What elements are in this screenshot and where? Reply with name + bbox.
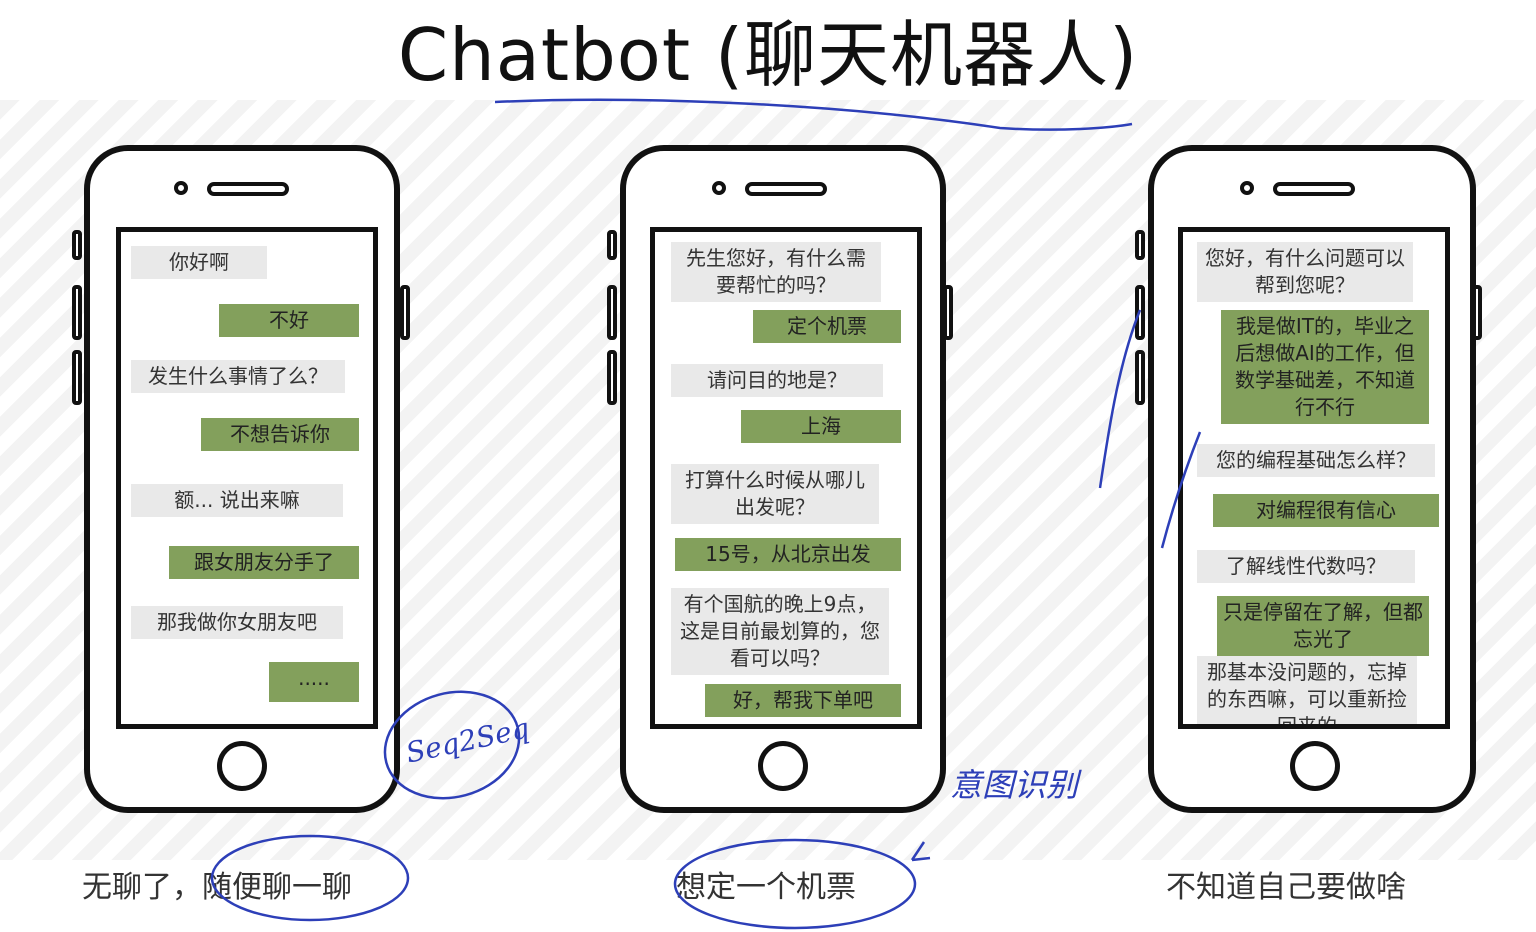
camera-icon	[1240, 181, 1254, 195]
chat-bubble: 不想告诉你	[201, 418, 359, 451]
chat-bubble: .....	[269, 662, 359, 702]
chat-bubble: 不好	[219, 304, 359, 337]
chat-bubble: 了解线性代数吗？	[1197, 550, 1415, 583]
chat-bubble: 好，帮我下单吧	[705, 684, 901, 717]
phone-side-button	[400, 285, 410, 340]
home-button	[1290, 741, 1340, 791]
seq2seq-circle	[383, 690, 521, 800]
chat-bubble: 你好啊	[131, 246, 267, 279]
speaker-icon	[207, 182, 289, 196]
chat-bubble: 请问目的地是？	[671, 364, 883, 397]
phone-side-button	[607, 230, 617, 260]
caption-circle-left	[210, 834, 410, 922]
home-button	[217, 741, 267, 791]
chat-bubble: 定个机票	[753, 310, 901, 343]
phone-ticket-booking: 先生您好，有什么需要帮忙的吗？ 定个机票 请问目的地是？ 上海 打算什么时候从哪…	[620, 145, 946, 813]
phone-side-button	[72, 230, 82, 260]
phone-side-button	[72, 350, 82, 405]
chat-bubble: 我是做IT的，毕业之后想做AI的工作，但数学基础差，不知道行不行	[1221, 310, 1429, 424]
chat-screen: 你好啊 不好 发生什么事情了么？ 不想告诉你 额... 说出来嘛 跟女朋友分手了…	[116, 227, 378, 729]
bracket-line	[1098, 309, 1142, 489]
bracket-line-2	[1160, 431, 1202, 549]
caption-casual-chat: 无聊了，随便聊一聊	[82, 870, 352, 905]
arrow-mark	[910, 841, 931, 862]
speaker-icon	[1273, 182, 1355, 196]
chat-screen: 您好，有什么问题可以帮到您呢？ 我是做IT的，毕业之后想做AI的工作，但数学基础…	[1178, 227, 1450, 729]
chat-bubble: 发生什么事情了么？	[131, 360, 345, 393]
page-title: Chatbot (聊天机器人)	[397, 13, 1139, 97]
caption-circle-middle	[673, 838, 917, 930]
phone-side-button	[607, 285, 617, 340]
camera-icon	[712, 181, 726, 195]
phone-side-button	[607, 350, 617, 405]
chat-bubble: 上海	[741, 410, 901, 443]
phone-side-button	[1135, 350, 1145, 405]
phone-side-button	[1135, 230, 1145, 260]
title-underline	[494, 98, 1133, 131]
chat-bubble: 那我做你女朋友吧	[131, 606, 343, 639]
chat-bubble: 有个国航的晚上9点，这是目前最划算的，您看可以吗？	[671, 588, 889, 675]
intent-annotation: 意图识别	[950, 766, 1079, 804]
camera-icon	[174, 181, 188, 195]
chat-bubble: 额... 说出来嘛	[131, 484, 343, 517]
chat-bubble: 只是停留在了解，但都忘光了	[1217, 596, 1429, 656]
chat-bubble: 对编程很有信心	[1213, 494, 1439, 527]
speaker-icon	[745, 182, 827, 196]
phone-side-button	[72, 285, 82, 340]
phone-career-advice: 您好，有什么问题可以帮到您呢？ 我是做IT的，毕业之后想做AI的工作，但数学基础…	[1148, 145, 1476, 813]
chat-bubble: 先生您好，有什么需要帮忙的吗？	[671, 242, 881, 302]
chat-screen: 先生您好，有什么需要帮忙的吗？ 定个机票 请问目的地是？ 上海 打算什么时候从哪…	[650, 227, 922, 729]
chat-bubble: 打算什么时候从哪儿出发呢？	[671, 464, 879, 524]
chat-bubble: 跟女朋友分手了	[169, 546, 359, 579]
chat-bubble: 您好，有什么问题可以帮到您呢？	[1197, 242, 1413, 302]
caption-career-advice: 不知道自己要做啥	[1166, 870, 1406, 905]
home-button	[758, 741, 808, 791]
caption-ticket-booking: 想定一个机票	[676, 870, 856, 905]
chat-bubble: 15号，从北京出发	[675, 538, 901, 571]
chat-bubble: 您的编程基础怎么样？	[1197, 444, 1435, 477]
phone-casual-chat: 你好啊 不好 发生什么事情了么？ 不想告诉你 额... 说出来嘛 跟女朋友分手了…	[84, 145, 400, 813]
chat-bubble: 那基本没问题的，忘掉的东西嘛，可以重新捡回来的	[1197, 656, 1417, 724]
